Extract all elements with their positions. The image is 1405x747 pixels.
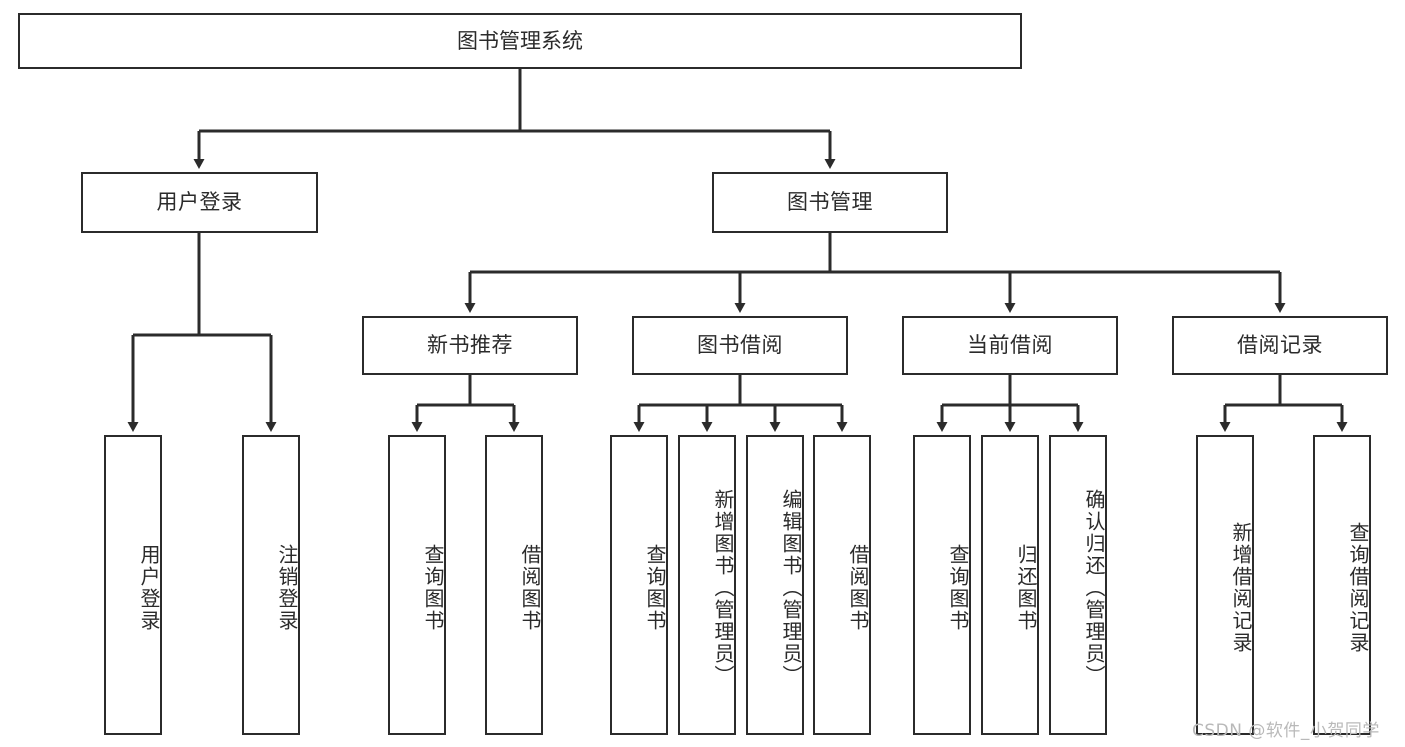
node-book-borrow[interactable]: 图书借阅 <box>632 316 848 375</box>
leaf-label: 查询图书 <box>643 544 667 632</box>
leaf-label: 查询图书 <box>946 544 970 632</box>
leaf-current-borrow-query[interactable]: 查询图书 <box>913 435 971 735</box>
node-user-login[interactable]: 用户登录 <box>81 172 318 233</box>
leaf-user-login-logout[interactable]: 注销登录 <box>242 435 300 735</box>
leaf-label: 借阅图书 <box>518 544 542 632</box>
leaf-user-login-login[interactable]: 用户登录 <box>104 435 162 735</box>
leaf-borrow-record-add[interactable]: 新增借阅记录 <box>1196 435 1254 735</box>
leaf-book-borrow-borrow[interactable]: 借阅图书 <box>813 435 871 735</box>
node-borrow-record[interactable]: 借阅记录 <box>1172 316 1388 375</box>
leaf-book-borrow-query[interactable]: 查询图书 <box>610 435 668 735</box>
leaf-current-borrow-return[interactable]: 归还图书 <box>981 435 1039 735</box>
node-root[interactable]: 图书管理系统 <box>18 13 1022 69</box>
leaf-label: 新增借阅记录 <box>1229 522 1253 654</box>
leaf-label: 查询借阅记录 <box>1346 522 1370 654</box>
node-new-book-recommend[interactable]: 新书推荐 <box>362 316 578 375</box>
node-book-management[interactable]: 图书管理 <box>712 172 948 233</box>
leaf-label: 归还图书 <box>1014 544 1038 632</box>
leaf-label: 用户登录 <box>137 544 161 632</box>
leaf-label: 借阅图书 <box>846 544 870 632</box>
leaf-label: 确认归还（管理员） <box>1082 489 1106 687</box>
leaf-current-borrow-confirm[interactable]: 确认归还（管理员） <box>1049 435 1107 735</box>
leaf-label: 新增图书（管理员） <box>711 489 735 687</box>
leaf-label: 查询图书 <box>421 544 445 632</box>
leaf-label: 注销登录 <box>275 544 299 632</box>
leaf-borrow-record-query[interactable]: 查询借阅记录 <box>1313 435 1371 735</box>
leaf-label: 编辑图书（管理员） <box>779 489 803 687</box>
leaf-book-borrow-edit[interactable]: 编辑图书（管理员） <box>746 435 804 735</box>
leaf-new-book-query[interactable]: 查询图书 <box>388 435 446 735</box>
leaf-new-book-borrow[interactable]: 借阅图书 <box>485 435 543 735</box>
leaf-book-borrow-add[interactable]: 新增图书（管理员） <box>678 435 736 735</box>
node-current-borrow[interactable]: 当前借阅 <box>902 316 1118 375</box>
